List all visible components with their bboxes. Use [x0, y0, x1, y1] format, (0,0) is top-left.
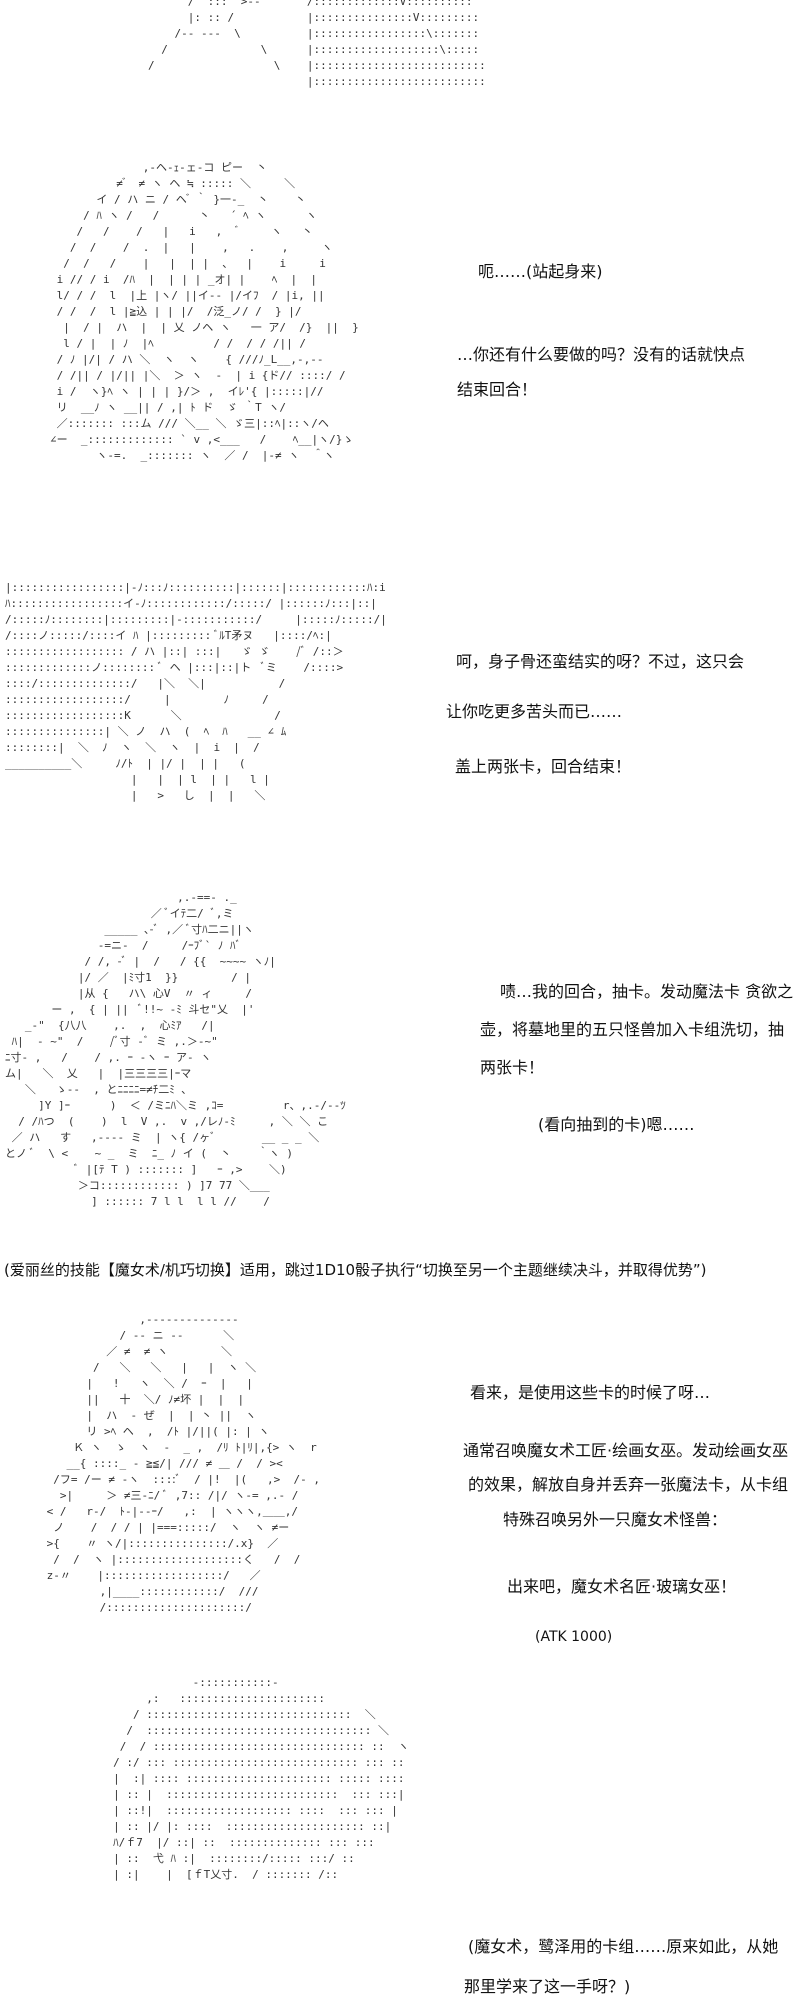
dialogue-line: 盖上两张卡，回合结束！ [455, 757, 632, 776]
ascii-art-panel-6: -:::::::::::- ,: :::::::::::::::::::::: … [113, 1676, 409, 1881]
dialogue-line: 呃……(站起身来) [478, 262, 603, 281]
dialogue-line: 让你吃更多苦头而已…… [446, 702, 623, 721]
dialogue-line: (看向抽到的卡)嗯…… [538, 1115, 695, 1134]
dialogue-line: …你还有什么要做的吗？没有的话就快点 [457, 345, 746, 364]
ascii-art-panel-3: ,.-==- ._ ／ ﾞイﾃ二/ ﾞ,ミ _____ ､-ﾞ ,／ ﾞ寸ﾊ二ニ… [5, 891, 346, 1208]
dialogue-line: (魔女术，鹭泽用的卡组……原来如此，从她 [468, 1937, 779, 1956]
dialogue-line: 的效果，解放自身并丢弃一张魔法卡，从卡组 [468, 1475, 789, 1494]
dialogue-line: 那里学来了这一手呀？) [464, 1977, 631, 1996]
ascii-art-panel-2: |:::::::::::::::::|-ﾉ:::ﾉ::::::::::|::::… [5, 581, 387, 802]
dialogue-line: 特殊召唤另外一只魔女术怪兽： [503, 1510, 728, 1529]
dialogue-line: 看来，是使用这些卡的时候了呀… [470, 1383, 711, 1402]
dialogue-line: 啧…我的回合，抽卡。发动魔法卡 贪欲之 [500, 982, 794, 1001]
dialogue-line: 壶，将墓地里的五只怪兽加入卡组洗切，抽 [480, 1020, 785, 1039]
ascii-art-panel-1: ,-ヘ-ｪ-ェ-コ ピー 丶 ≠ ゙ ≠ ヽ ヘ ≒ ::::: ＼ ＼ イ /… [50, 161, 359, 462]
dialogue-line: 两张卡！ [480, 1058, 545, 1077]
ascii-art-panel-5: ,-------------- / -- ニ -- ＼ ／ ≠ ≠ ヽ ＼ / … [46, 1313, 320, 1614]
dialogue-line: 出来吧，魔女术名匠·玻璃女巫！ [507, 1577, 737, 1596]
dialogue-line: 结束回合！ [457, 380, 538, 399]
skill-note: (爱丽丝的技能【魔女术/机巧切换】适用，跳过1D10骰子执行“切换至另一个主题继… [4, 1261, 707, 1279]
dialogue-line: 呵，身子骨还蛮结实的呀？不过，这只会 [456, 652, 745, 671]
dialogue-line: 通常召唤魔女术工匠·绘画女巫。发动绘画女巫 [463, 1441, 789, 1460]
ascii-art-panel-0: / ::: >-- /:::::::::::::V:::::::::: |: :… [147, 0, 486, 88]
atk-value: (ATK 1000) [535, 1629, 613, 1645]
